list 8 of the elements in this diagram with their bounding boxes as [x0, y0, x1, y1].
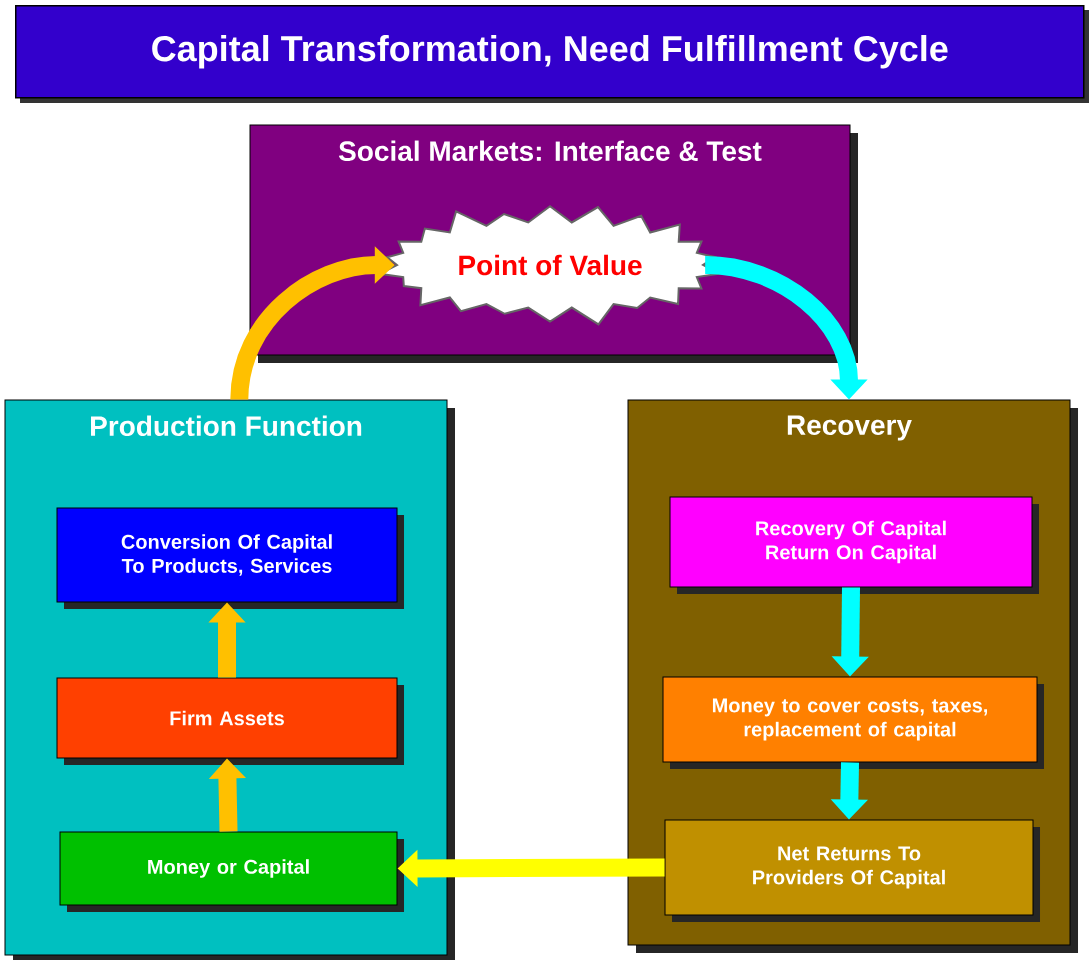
process-box: Conversion Of Capital To Products, Services [56, 507, 404, 609]
title-banner: Capital Transformation, Need Fulfillment Cycle [15, 5, 1089, 103]
process-box: Net Returns To Providers Of Capital [664, 819, 1040, 922]
process-box: Money to cover costs, taxes, replacement of capital [662, 676, 1044, 769]
process-box: Recovery Of Capital Return On Capital [669, 496, 1039, 594]
process-box: Firm Assets [56, 677, 404, 765]
process-box: Money or Capital [59, 831, 404, 912]
starburst: Point of Value [376, 205, 723, 326]
